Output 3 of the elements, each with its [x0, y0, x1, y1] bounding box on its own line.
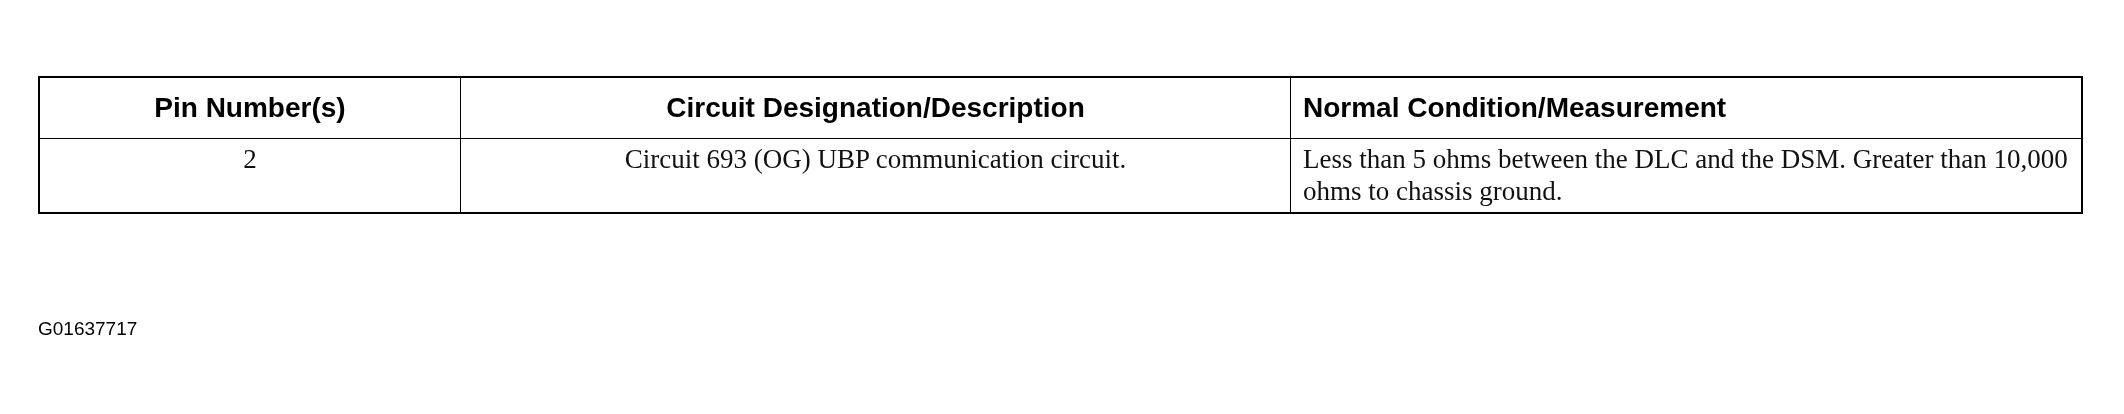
column-header: Pin Number(s): [39, 77, 461, 139]
column-header: Circuit Designation/Description: [460, 77, 1291, 139]
figure-id: G01637717: [38, 318, 138, 340]
